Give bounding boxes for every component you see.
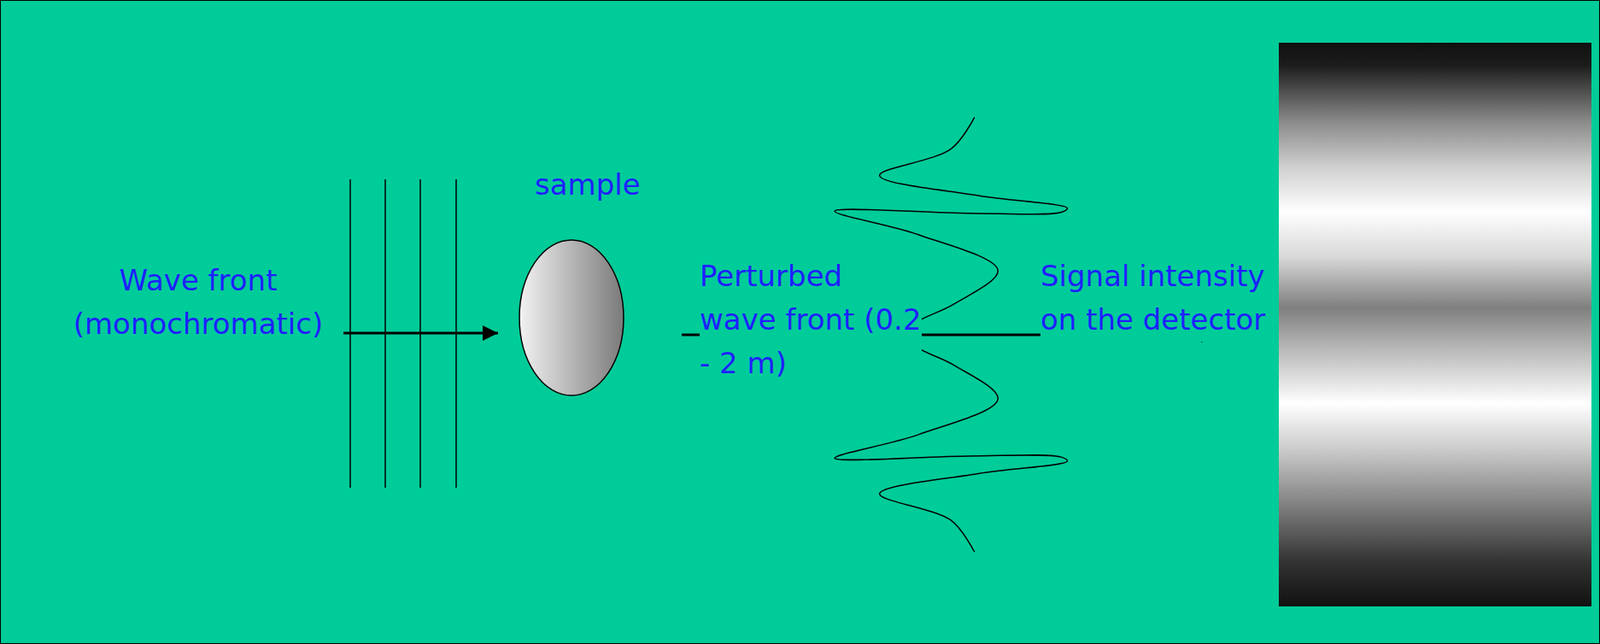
sample-object bbox=[519, 240, 624, 396]
annotation: Wave front (monochromatic) bbox=[52, 258, 344, 346]
annotation: Perturbed wave front (0.2 - 2 m) bbox=[699, 254, 922, 386]
sample-label: sample bbox=[534, 163, 641, 207]
beam-arrow bbox=[339, 332, 499, 335]
annotation: Signal intensity on the detector bbox=[1040, 254, 1273, 342]
detector-image bbox=[1278, 42, 1592, 607]
